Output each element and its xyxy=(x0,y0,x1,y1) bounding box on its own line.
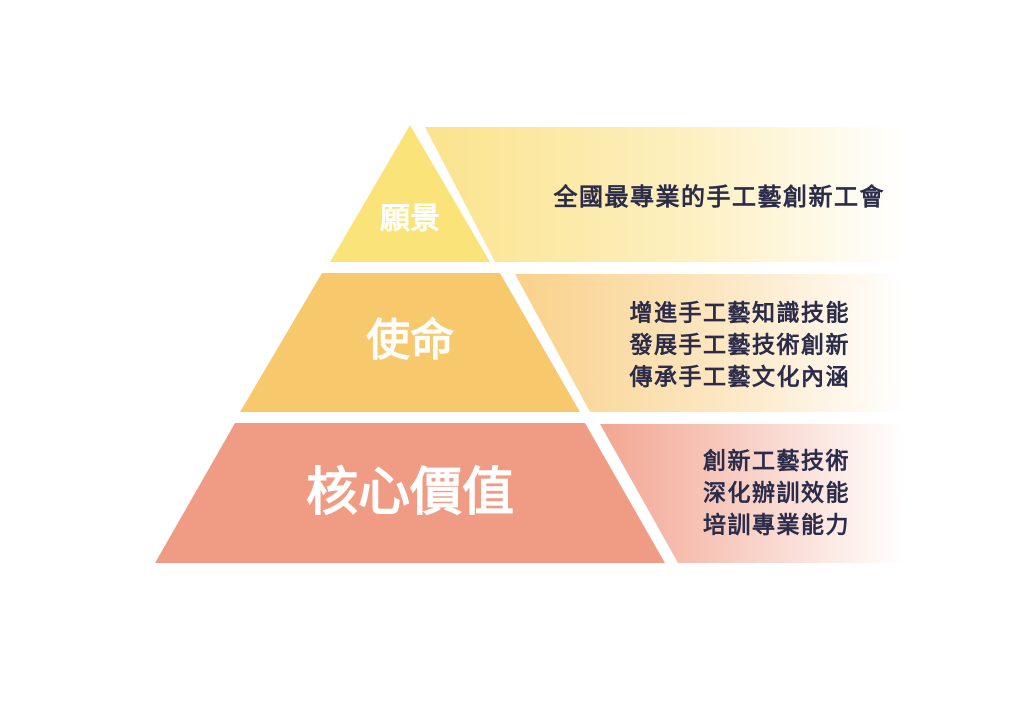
mission-trapezoid xyxy=(240,273,580,412)
tier-mission: 使命 增進手工藝知識技能 發展手工藝技術創新 傳承手工藝文化內涵 xyxy=(240,273,905,412)
core-values-label: 核心價值 xyxy=(306,463,514,523)
mission-band xyxy=(515,274,905,412)
mission-line-2: 發展手工藝技術創新 xyxy=(629,332,851,359)
mission-line-1: 增進手工藝知識技能 xyxy=(630,300,851,327)
core-values-trapezoid xyxy=(155,423,665,563)
mission-label: 使命 xyxy=(366,315,454,366)
vision-triangle xyxy=(330,125,490,262)
core-values-line-3: 培訓專業能力 xyxy=(703,512,850,539)
core-values-band xyxy=(600,424,905,563)
vision-band xyxy=(425,127,905,262)
tier-vision: 願景 全國最專業的手工藝創新工會 xyxy=(330,125,905,262)
core-values-line-2: 深化辦訓效能 xyxy=(703,480,850,507)
vision-line-1: 全國最專業的手工藝創新工會 xyxy=(553,183,886,211)
core-values-line-1: 創新工藝技術 xyxy=(703,448,850,475)
tier-core-values: 核心價值 創新工藝技術 深化辦訓效能 培訓專業能力 xyxy=(155,423,905,563)
mission-line-3: 傳承手工藝文化內涵 xyxy=(629,364,851,391)
vision-label: 願景 xyxy=(380,202,440,237)
